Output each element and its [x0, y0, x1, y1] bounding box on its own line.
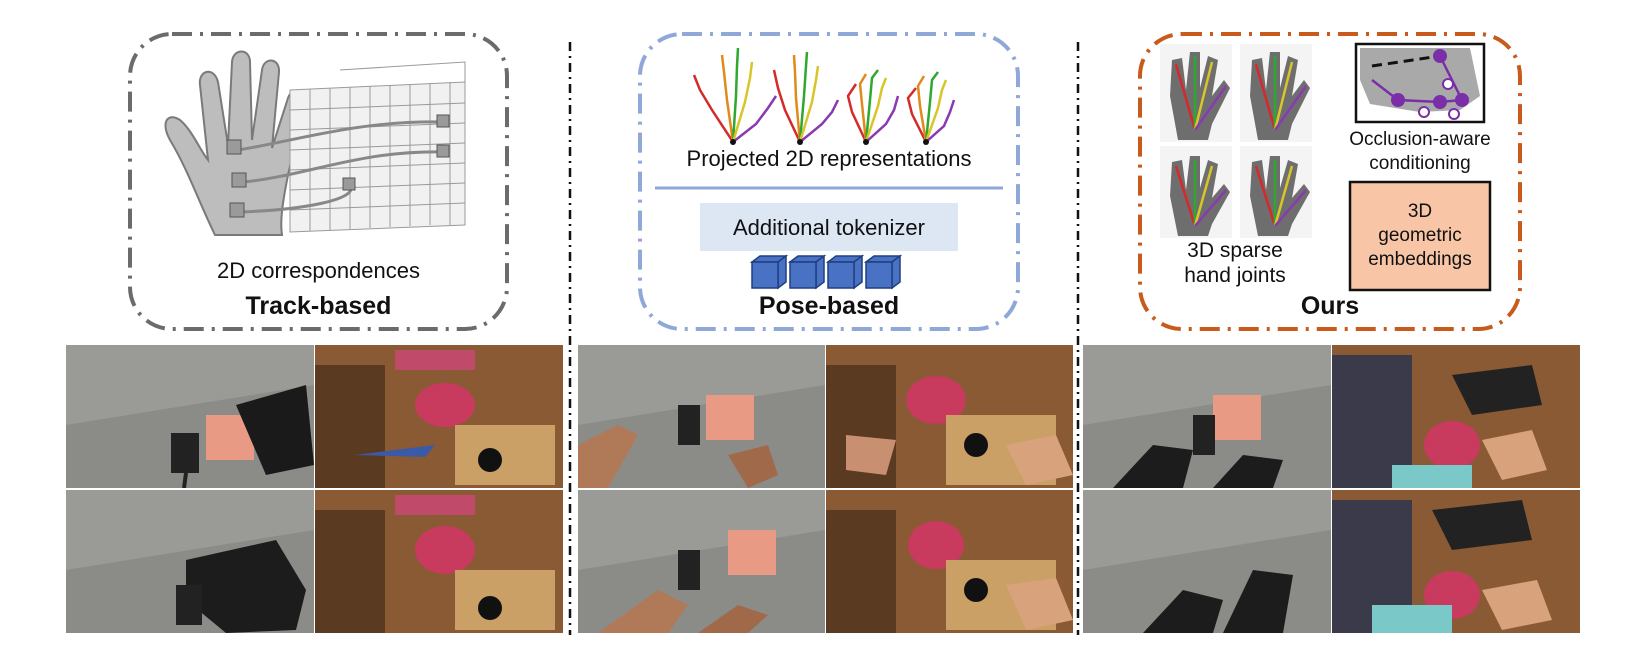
track-method-label: Track-based — [245, 292, 392, 320]
occlusion-caption-line2: conditioning — [1369, 153, 1471, 174]
3d-hands-icon — [1160, 44, 1312, 238]
occlusion-caption: Occlusion-aware conditioning — [1330, 128, 1510, 176]
ours-photo-1 — [1083, 345, 1331, 488]
ours-photo-2 — [1332, 345, 1580, 488]
ours-border — [1138, 32, 1522, 331]
pose-photo-3 — [578, 490, 825, 633]
geo-embedding-caption: 3D geometric embeddings — [1350, 200, 1490, 272]
geo-embedding-box — [1348, 180, 1492, 292]
ours-photo-4 — [1332, 490, 1580, 633]
pose-photo-1 — [578, 345, 825, 488]
pose-photo-4 — [826, 490, 1073, 633]
pose-method-label: Pose-based — [758, 292, 900, 320]
occlusion-icon — [1354, 42, 1486, 124]
track-border — [128, 32, 509, 331]
track-caption: 2D correspondences — [216, 258, 420, 283]
skeleton-icon-4 — [906, 71, 956, 145]
cube-icon-2 — [787, 254, 827, 290]
pose-border — [638, 32, 1020, 331]
occlusion-caption-line1: Occlusion-aware — [1349, 129, 1491, 150]
pose-caption: Projected 2D representations — [686, 146, 972, 171]
geo-line2: geometric — [1378, 225, 1462, 246]
joints-caption-line2: hand joints — [1184, 264, 1286, 287]
track-photo-2 — [315, 345, 563, 488]
cube-icon-3 — [825, 254, 865, 290]
pose-photo-2 — [826, 345, 1073, 488]
token-cubes — [749, 254, 903, 290]
ours-photo-3 — [1083, 490, 1331, 633]
track-panel-graphics — [128, 32, 509, 331]
pose-panel-graphics — [638, 32, 1020, 331]
track-photo-1 — [66, 345, 314, 488]
track-photo-4 — [315, 490, 563, 633]
skeleton-icon-3 — [846, 69, 900, 145]
track-patches — [226, 114, 450, 218]
skeleton-icon-2 — [772, 51, 840, 145]
cube-icon-4 — [863, 254, 903, 290]
tokenizer-box — [700, 203, 958, 251]
track-photo-3 — [66, 490, 314, 633]
skeleton-icon-1 — [692, 47, 778, 145]
tokenizer-label: Additional tokenizer — [732, 215, 925, 240]
ours-method-label: Ours — [1300, 292, 1360, 320]
joints-caption-line1: 3D sparse — [1187, 239, 1283, 262]
joints-caption: 3D sparse hand joints — [1155, 238, 1315, 288]
ours-panel-graphics — [1138, 32, 1522, 331]
geo-line1: 3D — [1407, 201, 1433, 222]
geo-line3: embeddings — [1368, 249, 1472, 270]
cube-icon-1 — [749, 254, 789, 290]
